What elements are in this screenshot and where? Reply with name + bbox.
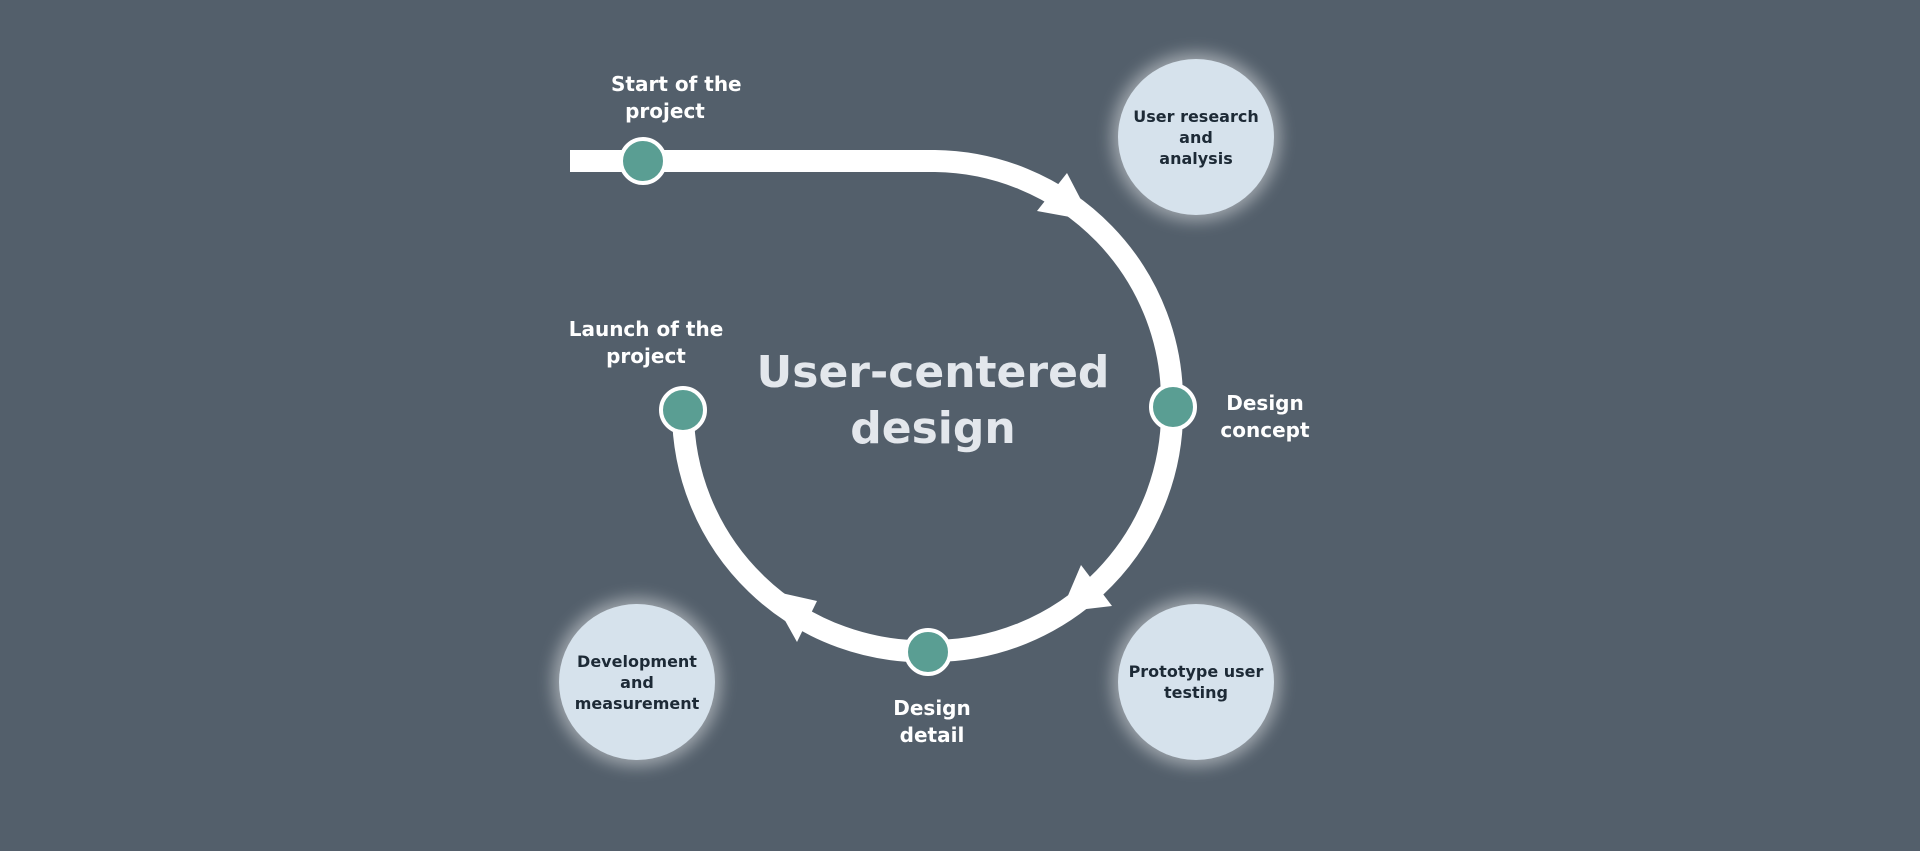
start-label-line2: project <box>625 99 705 123</box>
testing-line1: Prototype user <box>1128 662 1264 681</box>
testing-line2: testing <box>1164 683 1228 702</box>
detail-label-line2: detail <box>899 723 965 747</box>
phase-bubble-research: User research and analysis <box>1118 59 1274 215</box>
detail-label-line1: Design <box>893 696 971 720</box>
development-line2: measurement <box>574 693 700 713</box>
phase-bubble-development-text: Development and measurement <box>562 651 712 714</box>
concept-label-line2: concept <box>1220 418 1310 442</box>
launch-label-line2: project <box>606 344 686 368</box>
phase-bubble-development: Development and measurement <box>559 604 715 760</box>
concept-node <box>1149 383 1197 431</box>
concept-label-line1: Design <box>1226 391 1304 415</box>
development-line1: Development and <box>577 651 697 692</box>
process-path <box>570 150 1184 663</box>
phase-bubble-research-text: User research and analysis <box>1121 106 1271 169</box>
concept-label: Design concept <box>1215 390 1315 444</box>
start-node <box>619 137 667 185</box>
launch-label: Launch of the project <box>566 316 726 370</box>
diagram-title-line2: design <box>850 403 1016 454</box>
launch-node <box>659 386 707 434</box>
phase-bubble-testing-text: Prototype user testing <box>1121 661 1271 703</box>
start-label: Start of the project <box>611 71 742 125</box>
start-label-line1: Start of the <box>611 72 742 96</box>
research-line1: User research and <box>1133 106 1259 147</box>
research-line2: analysis <box>1159 148 1233 168</box>
arrow-head-1 <box>1037 173 1092 221</box>
arrow-head-2 <box>1061 565 1112 612</box>
launch-label-line1: Launch of the <box>568 317 724 341</box>
phase-bubble-testing: Prototype user testing <box>1118 604 1274 760</box>
detail-node <box>904 628 952 676</box>
diagram-title: User-centered design <box>733 345 1133 457</box>
detail-label: Design detail <box>882 695 982 749</box>
arrow-head-3 <box>768 590 817 642</box>
diagram-title-line1: User-centered <box>756 347 1110 398</box>
